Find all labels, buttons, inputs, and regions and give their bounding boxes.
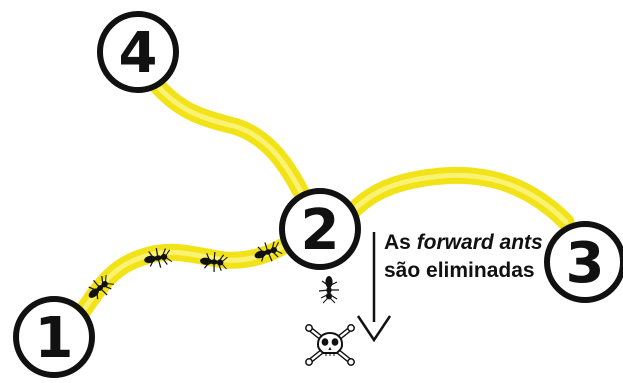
caption-line-2: são eliminadas [384, 259, 535, 282]
node-4-label: 4 [119, 21, 158, 86]
caption-prefix: As [384, 231, 417, 254]
node-2-label: 2 [301, 198, 340, 263]
node-3: 3 [544, 221, 623, 303]
ant-icon [318, 275, 340, 304]
forward-ants-caption: As forward ants são eliminadas [384, 229, 543, 285]
caption-line-1: As forward ants [384, 229, 543, 257]
caption-emphasis: forward ants [416, 231, 543, 254]
node-1: 1 [13, 296, 95, 378]
node-1-label: 1 [35, 306, 74, 371]
node-3-label: 3 [566, 231, 605, 296]
trail-4-to-2 [145, 73, 313, 207]
node-4: 4 [97, 11, 179, 93]
down-arrow-icon [356, 232, 392, 343]
node-2: 2 [279, 188, 361, 270]
trail-2-to-3 [341, 166, 575, 231]
skull-crossbones-icon [305, 324, 355, 366]
